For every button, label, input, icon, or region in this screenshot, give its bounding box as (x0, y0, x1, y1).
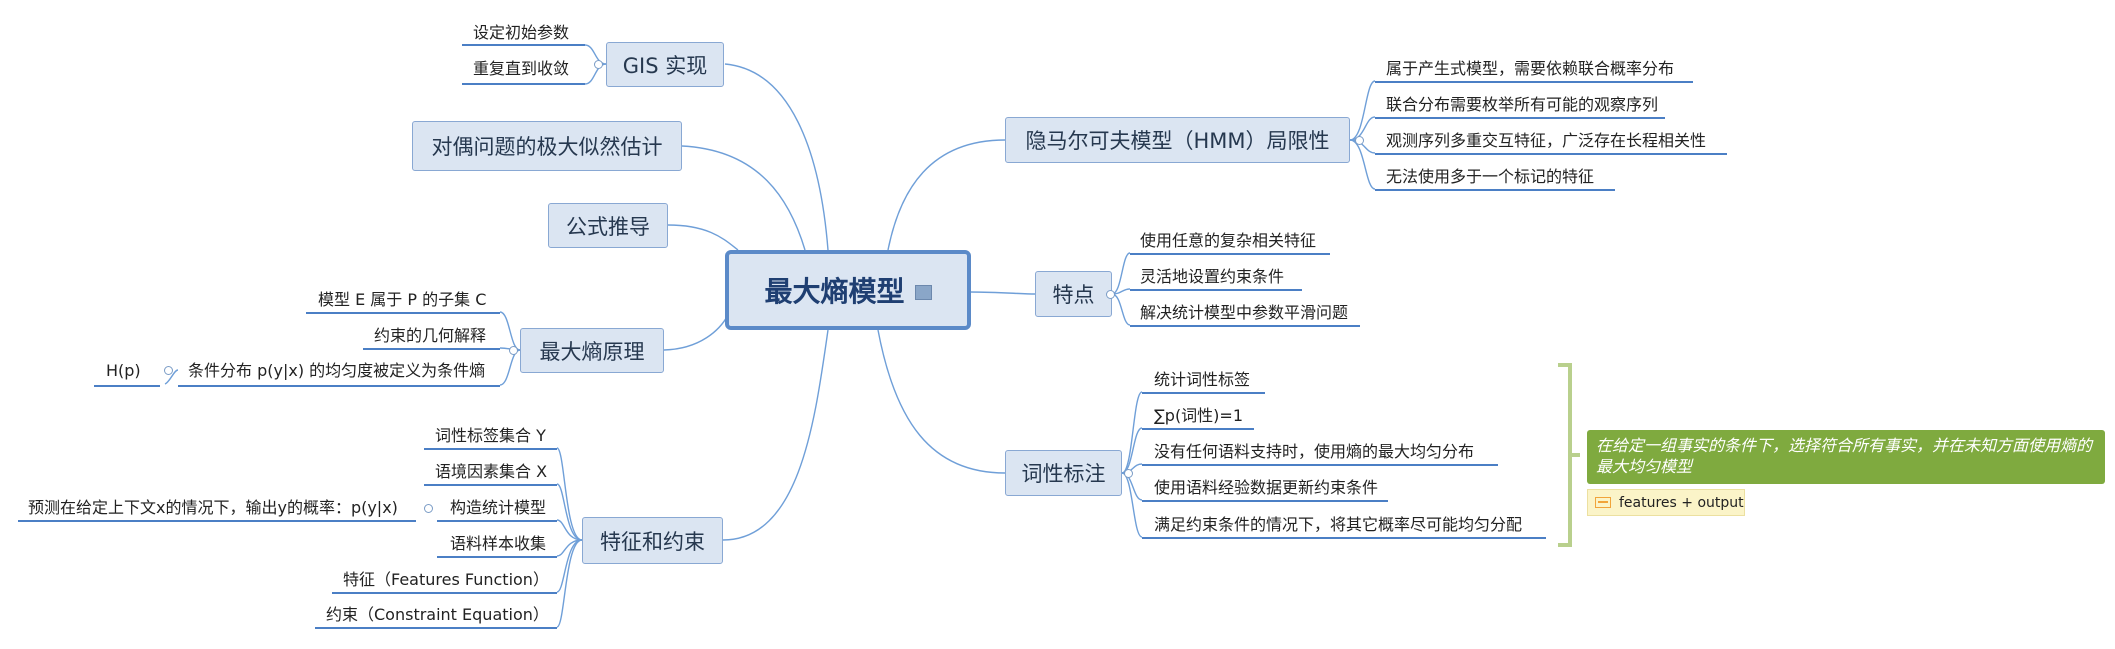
hmm-child-3: 观测序列多重交互特征，广泛存在长程相关性 (1386, 131, 1707, 150)
gis-child-2: 重复直到收敛 (473, 59, 570, 78)
topic-formula[interactable]: 公式推导 (548, 203, 668, 248)
topic-dual-mle[interactable]: 对偶问题的极大似然估计 (412, 121, 682, 171)
principle-child-2: 约束的几何解释 (374, 326, 487, 345)
traits-child-2: 灵活地设置约束条件 (1140, 267, 1285, 286)
topic-formula-label: 公式推导 (566, 214, 650, 239)
topic-features-label: 特征和约束 (600, 529, 705, 554)
principle-grandchild: H(p) (106, 361, 141, 380)
topic-hmm-label: 隐马尔可夫模型（HMM）局限性 (1025, 129, 1330, 153)
label-tag-text: features + output (1619, 494, 1744, 511)
central-topic[interactable]: 最大熵模型 (725, 250, 971, 330)
collapse-toggle-build-model[interactable] (424, 504, 433, 513)
features-child-6: 约束（Constraint Equation） (326, 605, 549, 624)
features-child-2: 语境因素集合 X (435, 462, 548, 481)
collapse-toggle-pos[interactable] (1124, 469, 1133, 478)
notes-icon[interactable] (914, 284, 932, 300)
pos-child-4: 使用语料经验数据更新约束条件 (1154, 478, 1379, 497)
gis-child-1: 设定初始参数 (473, 23, 570, 42)
pos-child-1: 统计词性标签 (1154, 370, 1251, 389)
topic-traits-label: 特点 (1052, 283, 1095, 307)
label-icon (1595, 497, 1611, 508)
topic-pos-label: 词性标注 (1021, 462, 1106, 486)
connector-features (722, 329, 829, 541)
features-child-1: 词性标签集合 Y (435, 426, 546, 445)
topic-features-constraints[interactable]: 特征和约束 (582, 517, 723, 564)
collapse-toggle-traits[interactable] (1106, 290, 1115, 299)
connector-principle (663, 314, 729, 351)
collapse-toggle-gis[interactable] (594, 60, 603, 69)
summary-note[interactable]: 在给定一组事实的条件下，选择符合所有事实，并在未知方面使用熵的最大均匀模型 (1587, 430, 2105, 484)
features-child-3: 构造统计模型 (450, 498, 547, 517)
connector-traits (969, 291, 1036, 295)
central-title: 最大熵模型 (764, 275, 905, 308)
features-grandchild: 预测在给定上下文x的情况下，输出y的概率：p(y|x) (28, 498, 398, 517)
principle-child-1: 模型 E 属于 P 的子集 C (318, 290, 487, 309)
topic-pos-tagging[interactable]: 词性标注 (1005, 450, 1122, 496)
collapse-toggle-hmm[interactable] (1355, 136, 1364, 145)
features-child-5: 特征（Features Function） (343, 570, 549, 589)
pos-child-3: 没有任何语料支持时，使用熵的最大均匀分布 (1154, 442, 1475, 461)
connector-gis (724, 63, 829, 251)
summary-bracket (1558, 363, 1580, 547)
connector-dual (681, 145, 806, 251)
topic-dual-mle-label: 对偶问题的极大似然估计 (431, 135, 663, 159)
pos-child-5: 满足约束条件的情况下，将其它概率尽可能均匀分配 (1154, 515, 1523, 534)
topic-principle-label: 最大熵原理 (539, 339, 645, 364)
topic-traits[interactable]: 特点 (1035, 271, 1112, 317)
label-tag[interactable]: features + output (1587, 489, 1745, 516)
topic-gis-label: GIS 实现 (622, 53, 708, 78)
collapse-toggle-conditional[interactable] (164, 366, 173, 375)
principle-child-3: 条件分布 p(y|x) 的均匀度被定义为条件熵 (188, 361, 486, 380)
topic-gis[interactable]: GIS 实现 (606, 42, 724, 87)
traits-child-1: 使用任意的复杂相关特征 (1140, 231, 1317, 250)
hmm-child-2: 联合分布需要枚举所有可能的观察序列 (1386, 95, 1659, 114)
connector-hmm (887, 139, 1006, 251)
traits-child-3: 解决统计模型中参数平滑问题 (1140, 303, 1349, 322)
features-child-4: 语料样本收集 (450, 534, 547, 553)
collapse-toggle-principle[interactable] (509, 346, 518, 355)
connector-formula (667, 224, 739, 251)
topic-max-entropy-principle[interactable]: 最大熵原理 (520, 328, 664, 373)
connector-pos (877, 329, 1006, 474)
pos-child-2: ∑p(词性)=1 (1154, 406, 1244, 425)
topic-hmm-limits[interactable]: 隐马尔可夫模型（HMM）局限性 (1005, 117, 1350, 163)
hmm-child-1: 属于产生式模型，需要依赖联合概率分布 (1386, 59, 1675, 78)
hmm-child-4: 无法使用多于一个标记的特征 (1386, 167, 1595, 186)
